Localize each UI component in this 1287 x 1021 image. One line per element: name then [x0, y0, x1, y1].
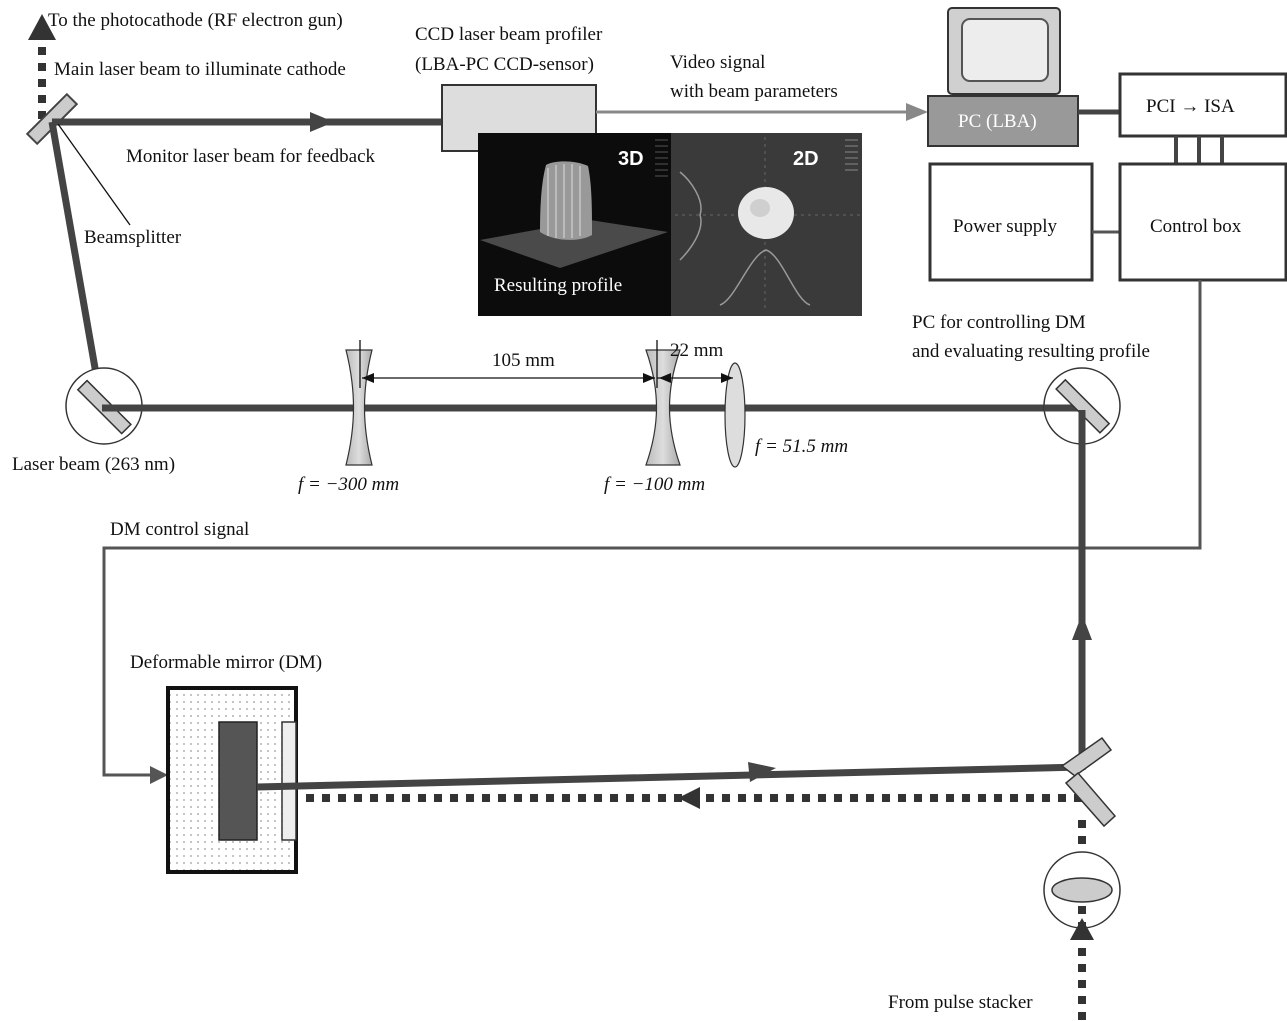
label-laser-beam: Laser beam (263 nm): [12, 454, 175, 475]
lens-f-minus-300: [346, 340, 372, 465]
input-lens: [1044, 852, 1120, 940]
video-signal-arrow: [596, 103, 928, 121]
pci-control-connectors: [1176, 136, 1222, 164]
lower-right-v-mirror: [1062, 738, 1115, 826]
label-video-1: Video signal: [670, 52, 765, 73]
label-monitor-beam: Monitor laser beam for feedback: [126, 146, 376, 167]
label-dm-control-signal: DM control signal: [110, 519, 249, 540]
label-pc-control-1: PC for controlling DM: [912, 312, 1086, 333]
vertical-return-beam: [1072, 410, 1092, 770]
lower-left-mirror: [66, 368, 145, 444]
label-2d: 2D: [793, 148, 819, 170]
label-pc-control-2: and evaluating resulting profile: [912, 341, 1150, 362]
label-ccd-title-1: CCD laser beam profiler: [415, 24, 603, 45]
label-pc-lba: PC (LBA): [958, 111, 1037, 132]
dimension-22mm: [657, 373, 733, 383]
label-control-box: Control box: [1150, 216, 1242, 237]
label-f-minus-300: f = −300 mm: [298, 474, 399, 495]
beam-down-segment: [52, 122, 102, 408]
label-power-supply: Power supply: [953, 216, 1057, 237]
label-f-minus-100: f = −100 mm: [604, 474, 705, 495]
label-pci-isa: PCI → ISA: [1146, 96, 1235, 117]
label-105mm: 105 mm: [492, 350, 555, 371]
deformable-mirror: [168, 688, 296, 872]
label-to-photocathode: To the photocathode (RF electron gun): [48, 10, 343, 31]
label-pulse-stacker: From pulse stacker: [888, 992, 1033, 1013]
label-beamsplitter: Beamsplitter: [84, 227, 182, 248]
label-main-beam: Main laser beam to illuminate cathode: [54, 59, 346, 80]
reflected-beam-to-mirror: [257, 762, 1082, 787]
label-22mm: 22 mm: [670, 340, 724, 361]
label-resulting-profile: Resulting profile: [494, 275, 622, 296]
label-3d: 3D: [618, 148, 644, 170]
incoming-dashed-beam: [300, 787, 1082, 809]
computer-monitor-icon: [948, 8, 1060, 94]
monitor-beam: [52, 112, 442, 132]
label-ccd-title-2: (LBA-PC CCD-sensor): [415, 54, 594, 75]
dimension-105mm: [362, 373, 655, 383]
label-deformable-mirror: Deformable mirror (DM): [130, 652, 322, 673]
label-video-2: with beam parameters: [670, 81, 838, 102]
label-f-51-5: f = 51.5 mm: [755, 436, 848, 457]
